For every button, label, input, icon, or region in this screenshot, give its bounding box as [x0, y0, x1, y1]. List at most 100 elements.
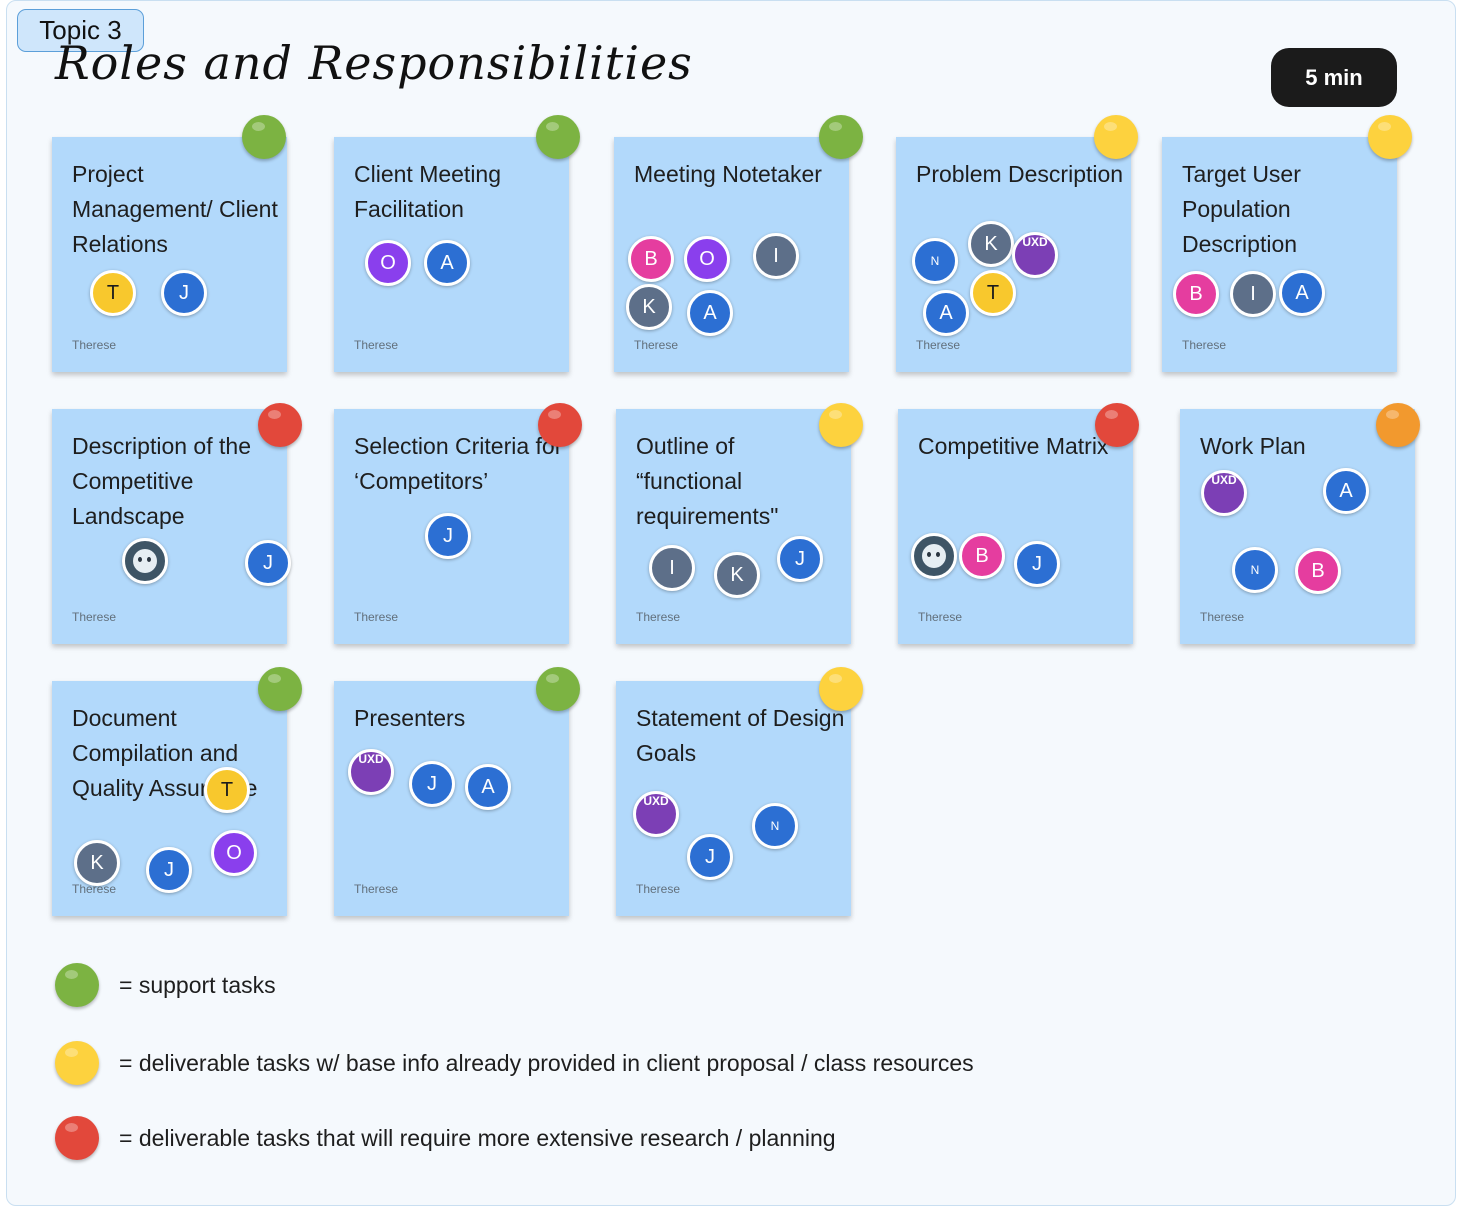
sticky-note-author: Therese: [634, 338, 679, 352]
priority-dot-green: [536, 115, 580, 159]
sticky-note-text: Meeting Notetaker: [634, 161, 822, 187]
avatar[interactable]: T: [970, 270, 1016, 316]
sticky-note-text: Selection Criteria for ‘Competitors’: [354, 433, 563, 494]
avatar[interactable]: UXD: [633, 791, 679, 837]
sticky-note[interactable]: Outline of “functional requirements" Ther…: [616, 409, 851, 644]
priority-dot-green: [819, 115, 863, 159]
avatar[interactable]: K: [968, 221, 1014, 267]
avatar[interactable]: K: [74, 840, 120, 886]
sticky-note-author: Therese: [72, 610, 117, 624]
avatar-image[interactable]: [122, 538, 168, 584]
avatar[interactable]: O: [211, 830, 257, 876]
avatar[interactable]: N: [912, 238, 958, 284]
avatar[interactable]: J: [245, 540, 291, 586]
sticky-note-author: Therese: [354, 338, 399, 352]
avatar[interactable]: O: [684, 236, 730, 282]
ghost-avatar-icon: [922, 544, 946, 568]
sticky-note-text: Work Plan: [1200, 433, 1306, 459]
avatar[interactable]: K: [714, 552, 760, 598]
sticky-note-author: Therese: [354, 610, 399, 624]
avatar[interactable]: T: [90, 270, 136, 316]
avatar[interactable]: B: [1173, 271, 1219, 317]
priority-dot-red: [258, 403, 302, 447]
avatar[interactable]: B: [959, 533, 1005, 579]
legend-dot-green: [55, 963, 99, 1007]
priority-dot-red: [538, 403, 582, 447]
sticky-note-author: Therese: [916, 338, 961, 352]
sticky-note-text: Outline of “functional requirements": [636, 433, 779, 529]
avatar[interactable]: J: [161, 270, 207, 316]
priority-dot-red: [1095, 403, 1139, 447]
sticky-note-author: Therese: [636, 882, 681, 896]
avatar[interactable]: B: [628, 236, 674, 282]
avatar[interactable]: J: [777, 536, 823, 582]
board-title: Roles and Responsibilities: [55, 36, 693, 90]
avatar[interactable]: J: [1014, 541, 1060, 587]
sticky-note-author: Therese: [1182, 338, 1227, 352]
sticky-note[interactable]: Description of the Competitive Landscape…: [52, 409, 291, 644]
avatar[interactable]: B: [1295, 548, 1341, 594]
sticky-note-author: Therese: [72, 882, 117, 896]
legend-dot-yellow: [55, 1041, 99, 1085]
sticky-note-text: Problem Description: [916, 161, 1124, 187]
priority-dot-yellow: [819, 667, 863, 711]
avatar[interactable]: I: [753, 233, 799, 279]
avatar[interactable]: A: [1323, 468, 1369, 514]
priority-dot-orange: [1376, 403, 1420, 447]
priority-dot-yellow: [819, 403, 863, 447]
avatar[interactable]: UXD: [1201, 470, 1247, 516]
avatar[interactable]: UXD: [348, 749, 394, 795]
sticky-note[interactable]: Document Compilation and Quality Assuran…: [52, 681, 287, 916]
legend-text: = support tasks: [119, 972, 276, 998]
avatar[interactable]: N: [752, 803, 798, 849]
avatar[interactable]: J: [409, 761, 455, 807]
sticky-note-author: Therese: [354, 882, 399, 896]
avatar[interactable]: T: [204, 767, 250, 813]
sticky-note-text: Description of the Competitive Landscape: [72, 433, 251, 529]
avatar[interactable]: O: [365, 240, 411, 286]
avatar[interactable]: A: [687, 290, 733, 336]
sticky-note-text: Client Meeting Facilitation: [354, 161, 502, 222]
priority-dot-green: [258, 667, 302, 711]
priority-dot-green: [536, 667, 580, 711]
legend-dot-red: [55, 1116, 99, 1160]
priority-dot-green: [242, 115, 286, 159]
avatar[interactable]: UXD: [1012, 232, 1058, 278]
avatar[interactable]: A: [1279, 270, 1325, 316]
avatar[interactable]: K: [626, 284, 672, 330]
sticky-note-text: Document Compilation and Quality Assuran…: [72, 705, 258, 801]
sticky-note-text: Project Management/ Client Relations: [72, 161, 278, 257]
priority-dot-yellow: [1094, 115, 1138, 159]
avatar[interactable]: I: [1230, 271, 1276, 317]
priority-dot-yellow: [1368, 115, 1412, 159]
sticky-note[interactable]: Selection Criteria for ‘Competitors’ Ther…: [334, 409, 569, 644]
avatar[interactable]: N: [1232, 547, 1278, 593]
avatar[interactable]: J: [687, 834, 733, 880]
legend-text: = deliverable tasks w/ base info already…: [119, 1050, 974, 1076]
legend-text: = deliverable tasks that will require mo…: [119, 1125, 836, 1151]
sticky-note-text: Statement of Design Goals: [636, 705, 845, 766]
avatar[interactable]: I: [649, 545, 695, 591]
ghost-avatar-icon: [133, 549, 157, 573]
avatar[interactable]: J: [146, 847, 192, 893]
avatar[interactable]: A: [923, 290, 969, 336]
sticky-note-author: Therese: [918, 610, 963, 624]
sticky-note-text: Target User Population Description: [1182, 161, 1301, 257]
avatar[interactable]: A: [424, 240, 470, 286]
timer-badge[interactable]: 5 min: [1271, 48, 1397, 107]
topic-badge[interactable]: Topic 3: [17, 9, 144, 52]
avatar-image[interactable]: [911, 533, 957, 579]
sticky-note-text: Presenters: [354, 705, 466, 731]
avatar[interactable]: J: [425, 513, 471, 559]
avatar[interactable]: A: [465, 764, 511, 810]
sticky-note-author: Therese: [636, 610, 681, 624]
